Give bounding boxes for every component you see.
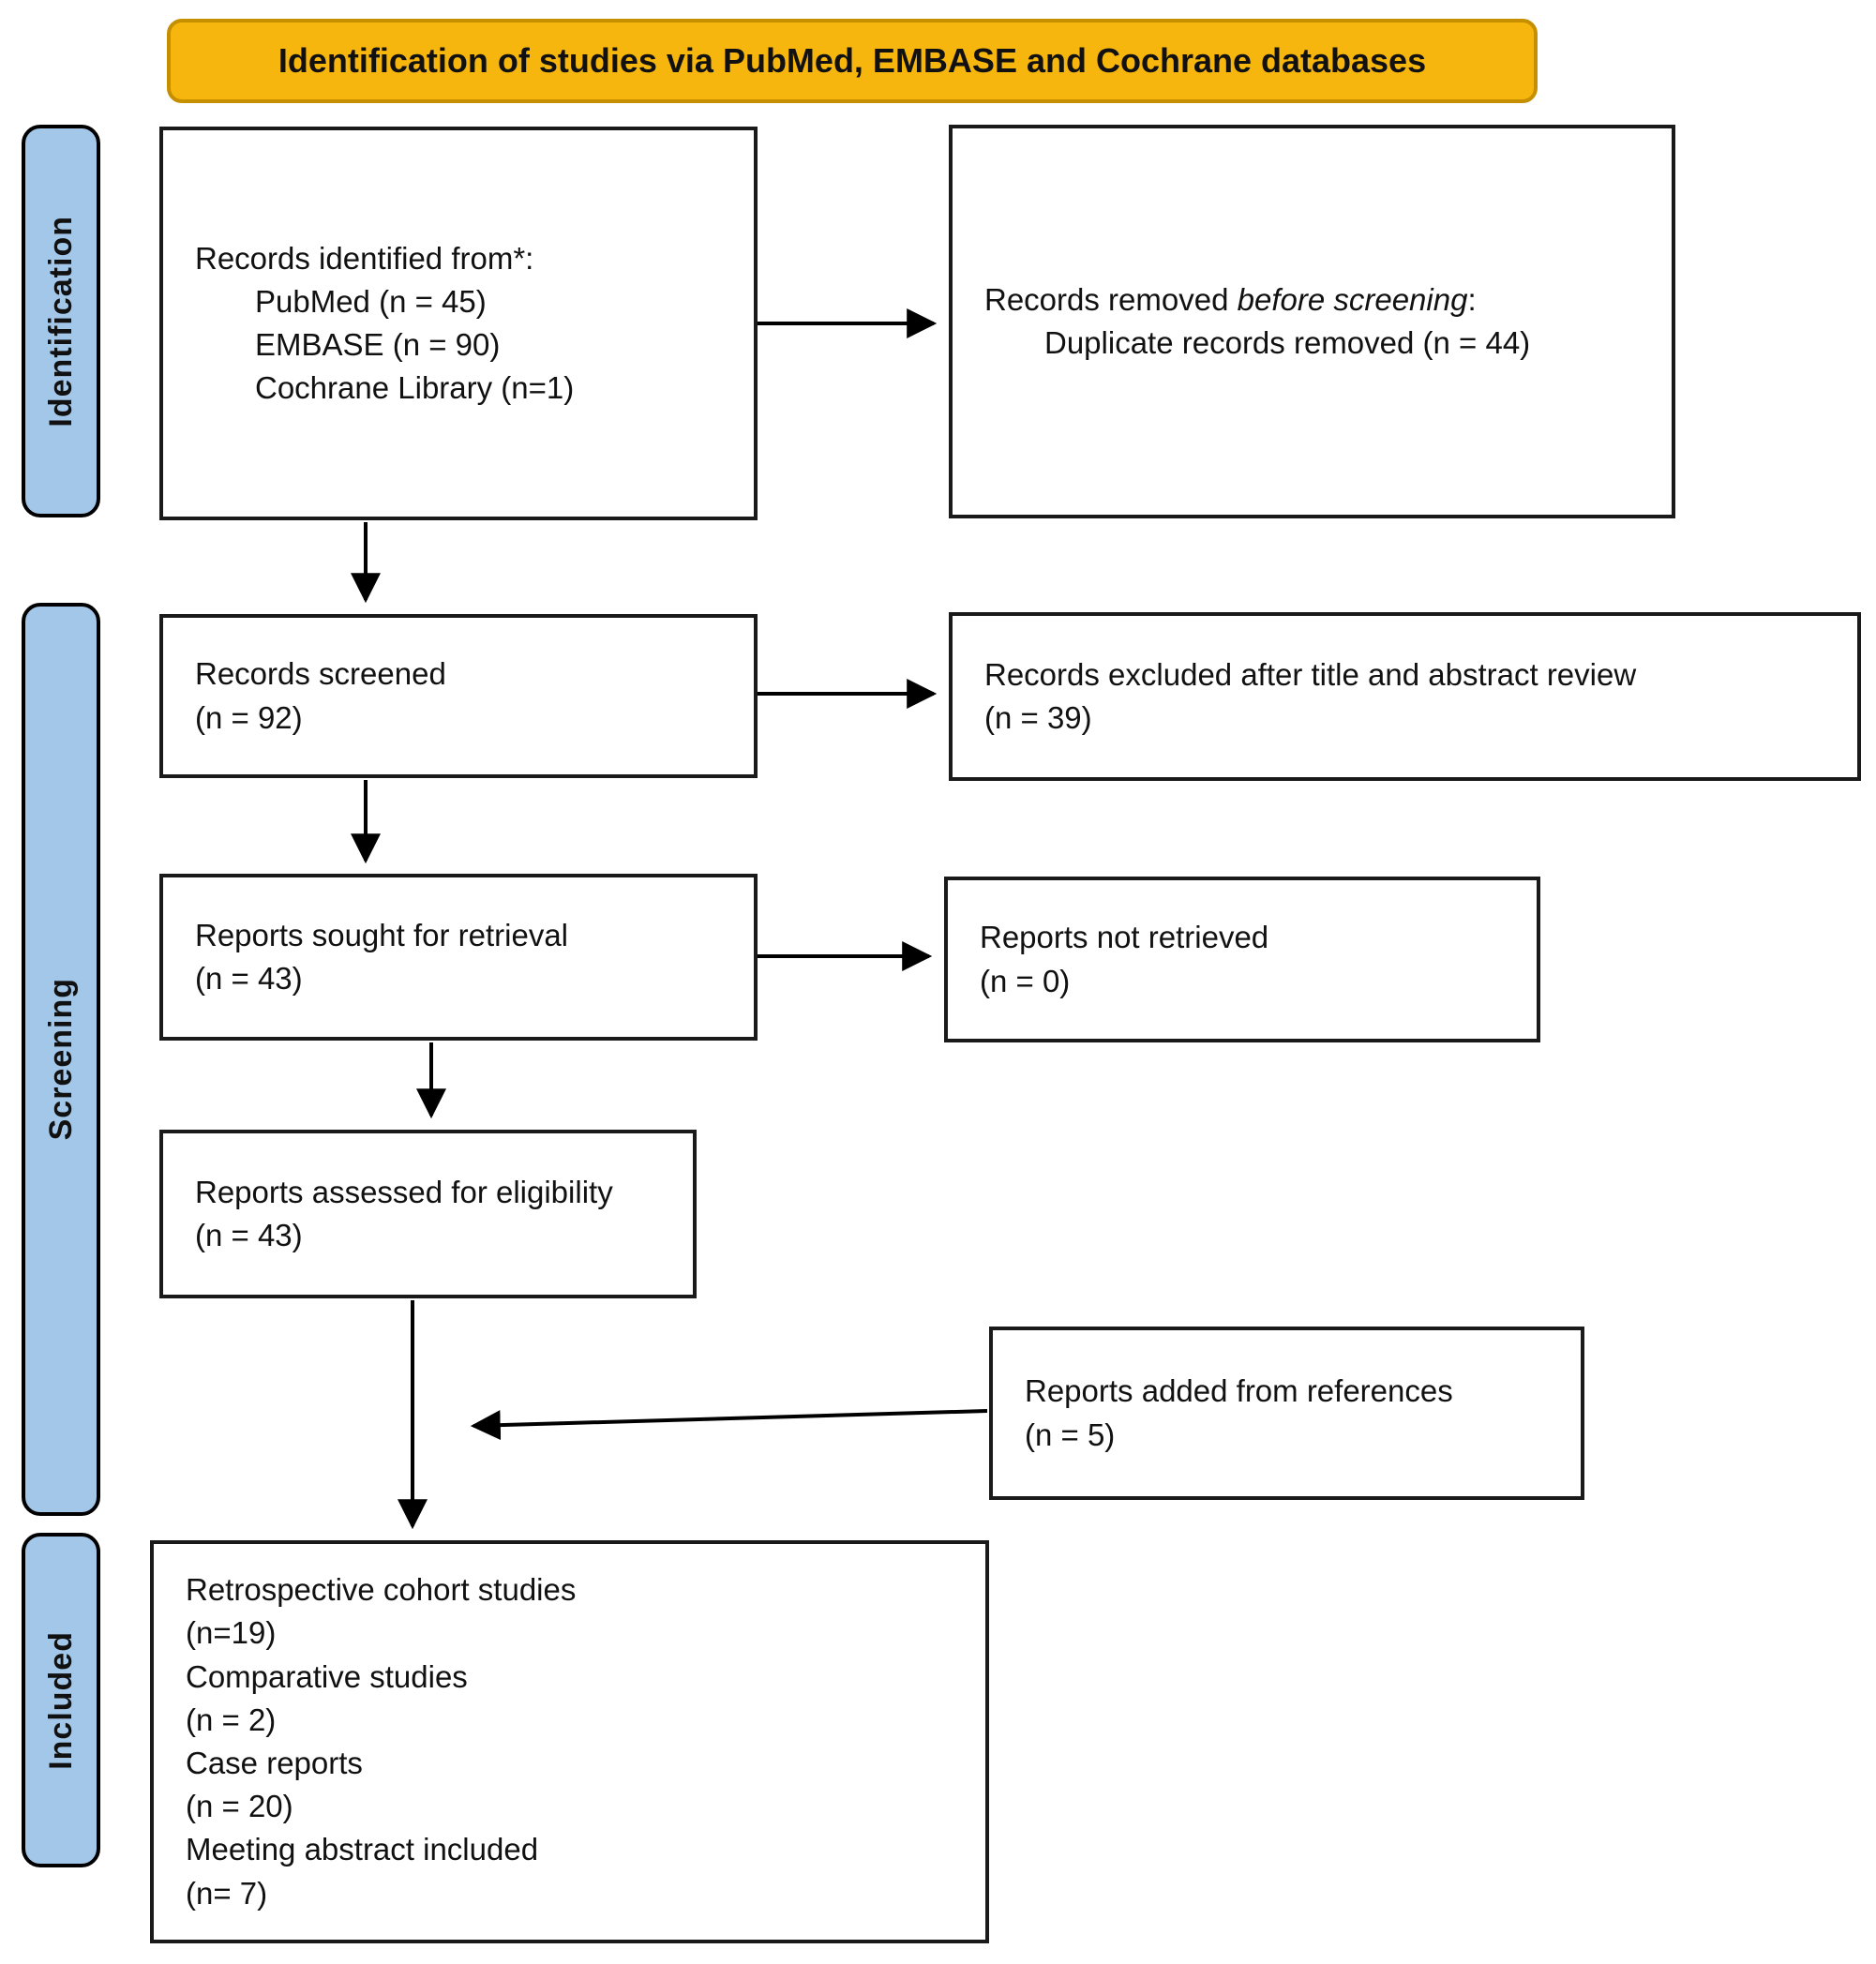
reports-not-retrieved-count: (n = 0) bbox=[980, 963, 1071, 998]
box-reports-sought: Reports sought for retrieval (n = 43) bbox=[159, 874, 758, 1041]
box-reports-not-retrieved: Reports not retrieved (n = 0) bbox=[944, 877, 1540, 1042]
records-excluded-count: (n = 39) bbox=[984, 700, 1092, 735]
included-line: Case reports bbox=[186, 1746, 363, 1780]
arrow-references-to-flow bbox=[470, 1409, 988, 1441]
records-identified-title: Records identified from*: bbox=[195, 240, 534, 276]
records-screened-label: Records screened bbox=[195, 656, 446, 692]
box-studies-included: Retrospective cohort studies (n=19) Comp… bbox=[150, 1540, 989, 1943]
records-screened-count: (n = 92) bbox=[195, 699, 303, 735]
box-records-screened: Records screened (n = 92) bbox=[159, 614, 758, 778]
included-line: (n= 7) bbox=[186, 1875, 268, 1911]
included-line: Retrospective cohort studies bbox=[186, 1572, 577, 1608]
diagram-title: Identification of studies via PubMed, EM… bbox=[278, 41, 1427, 80]
reports-added-label: Reports added from references bbox=[1025, 1373, 1453, 1409]
reports-sought-label: Reports sought for retrieval bbox=[195, 917, 569, 952]
stage-label-included: Included bbox=[42, 1630, 79, 1770]
included-line: (n = 2) bbox=[186, 1702, 277, 1737]
stage-label-identification: Identification bbox=[42, 215, 79, 427]
reports-added-count: (n = 5) bbox=[1025, 1417, 1116, 1452]
box-records-identified: Records identified from*: PubMed (n = 45… bbox=[159, 127, 758, 520]
box-records-excluded: Records excluded after title and abstrac… bbox=[949, 612, 1861, 781]
reports-assessed-count: (n = 43) bbox=[195, 1218, 303, 1252]
included-line: (n=19) bbox=[186, 1615, 277, 1651]
included-line: (n = 20) bbox=[186, 1789, 293, 1824]
reports-assessed-label: Reports assessed for eligibility bbox=[195, 1174, 613, 1209]
records-removed-title: Records removed before screening: bbox=[984, 278, 1653, 322]
records-identified-pubmed: PubMed (n = 45) bbox=[255, 283, 487, 319]
diagram-title-banner: Identification of studies via PubMed, EM… bbox=[167, 19, 1538, 103]
box-records-removed: Records removed before screening: Duplic… bbox=[949, 125, 1675, 518]
records-excluded-label: Records excluded after title and abstrac… bbox=[984, 656, 1637, 692]
records-removed-suffix: : bbox=[1467, 281, 1477, 317]
records-removed-prefix: Records removed bbox=[984, 281, 1238, 317]
box-reports-assessed: Reports assessed for eligibility (n = 43… bbox=[159, 1130, 697, 1298]
stage-label-screening: Screening bbox=[42, 978, 79, 1141]
included-line: Comparative studies bbox=[186, 1658, 468, 1694]
stage-bar-included: Included bbox=[22, 1533, 100, 1867]
reports-not-retrieved-label: Reports not retrieved bbox=[980, 920, 1269, 955]
box-reports-added-references: Reports added from references (n = 5) bbox=[989, 1327, 1584, 1500]
records-removed-italic: before screening bbox=[1237, 281, 1468, 317]
records-removed-duplicates: Duplicate records removed (n = 44) bbox=[1044, 325, 1531, 360]
included-line: Meeting abstract included bbox=[186, 1832, 539, 1867]
stage-bar-screening: Screening bbox=[22, 603, 100, 1516]
reports-sought-count: (n = 43) bbox=[195, 961, 303, 996]
records-identified-cochrane: Cochrane Library (n=1) bbox=[255, 370, 575, 406]
stage-bar-identification: Identification bbox=[22, 125, 100, 517]
records-identified-embase: EMBASE (n = 90) bbox=[255, 327, 501, 362]
